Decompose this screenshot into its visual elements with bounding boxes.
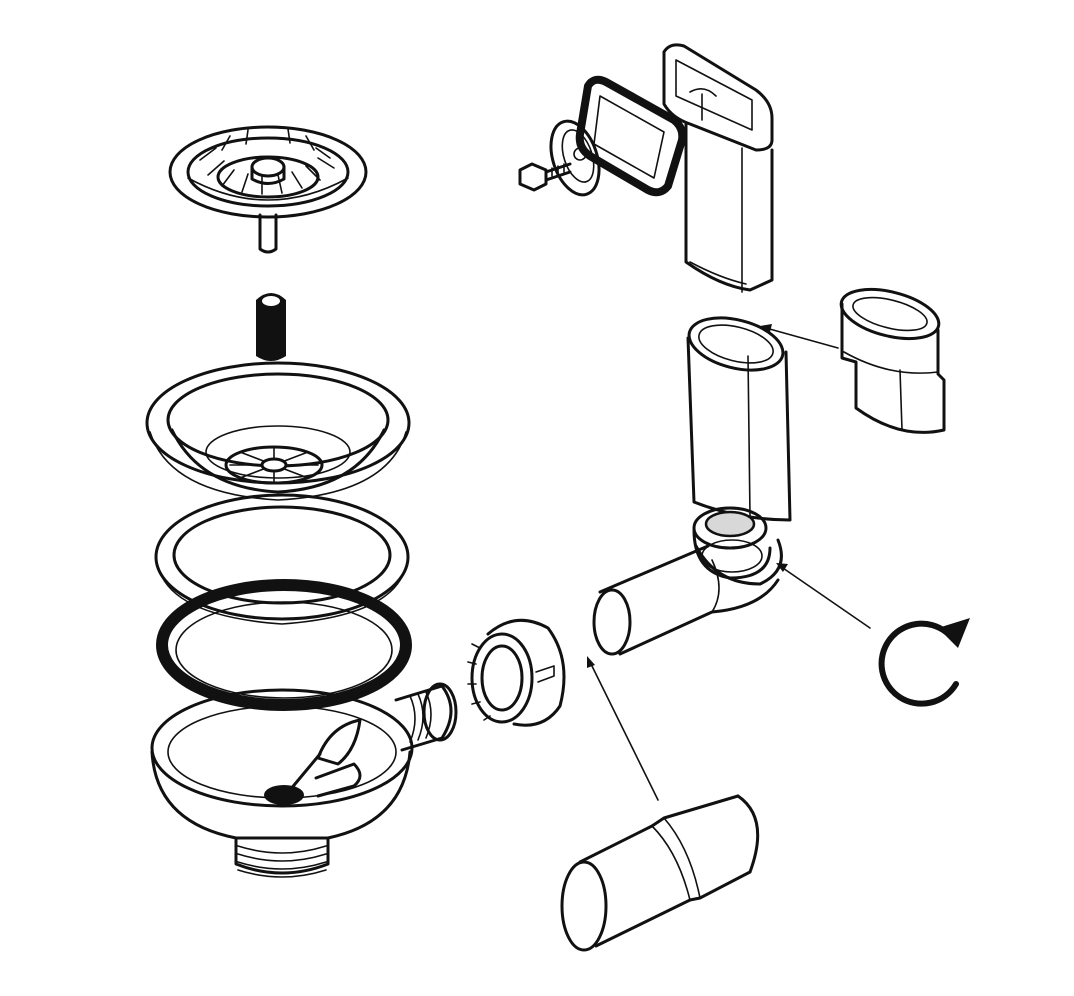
rotate-clockwise-icon: [878, 618, 970, 707]
oval-coupler: [839, 287, 946, 434]
sink-flange: [145, 361, 411, 501]
rect-gasket: [575, 75, 687, 197]
pointer-arrows: [587, 324, 871, 801]
arrow-elbow-rotate: [776, 563, 871, 629]
gasket-black: [156, 579, 412, 711]
arrow-pipe-to-nut: [587, 656, 659, 801]
overflow-head: [662, 43, 774, 293]
overflow-elbow-tube: [592, 316, 792, 656]
drain-body: [150, 682, 458, 878]
gasket-top: [154, 493, 410, 625]
arrow-coupler-to-tube: [760, 324, 839, 349]
straight-pipe: [560, 794, 760, 952]
overflow-plug: [256, 293, 286, 361]
strainer-basket: [168, 125, 368, 254]
bolt: [518, 162, 572, 192]
union-nut: [467, 618, 566, 727]
